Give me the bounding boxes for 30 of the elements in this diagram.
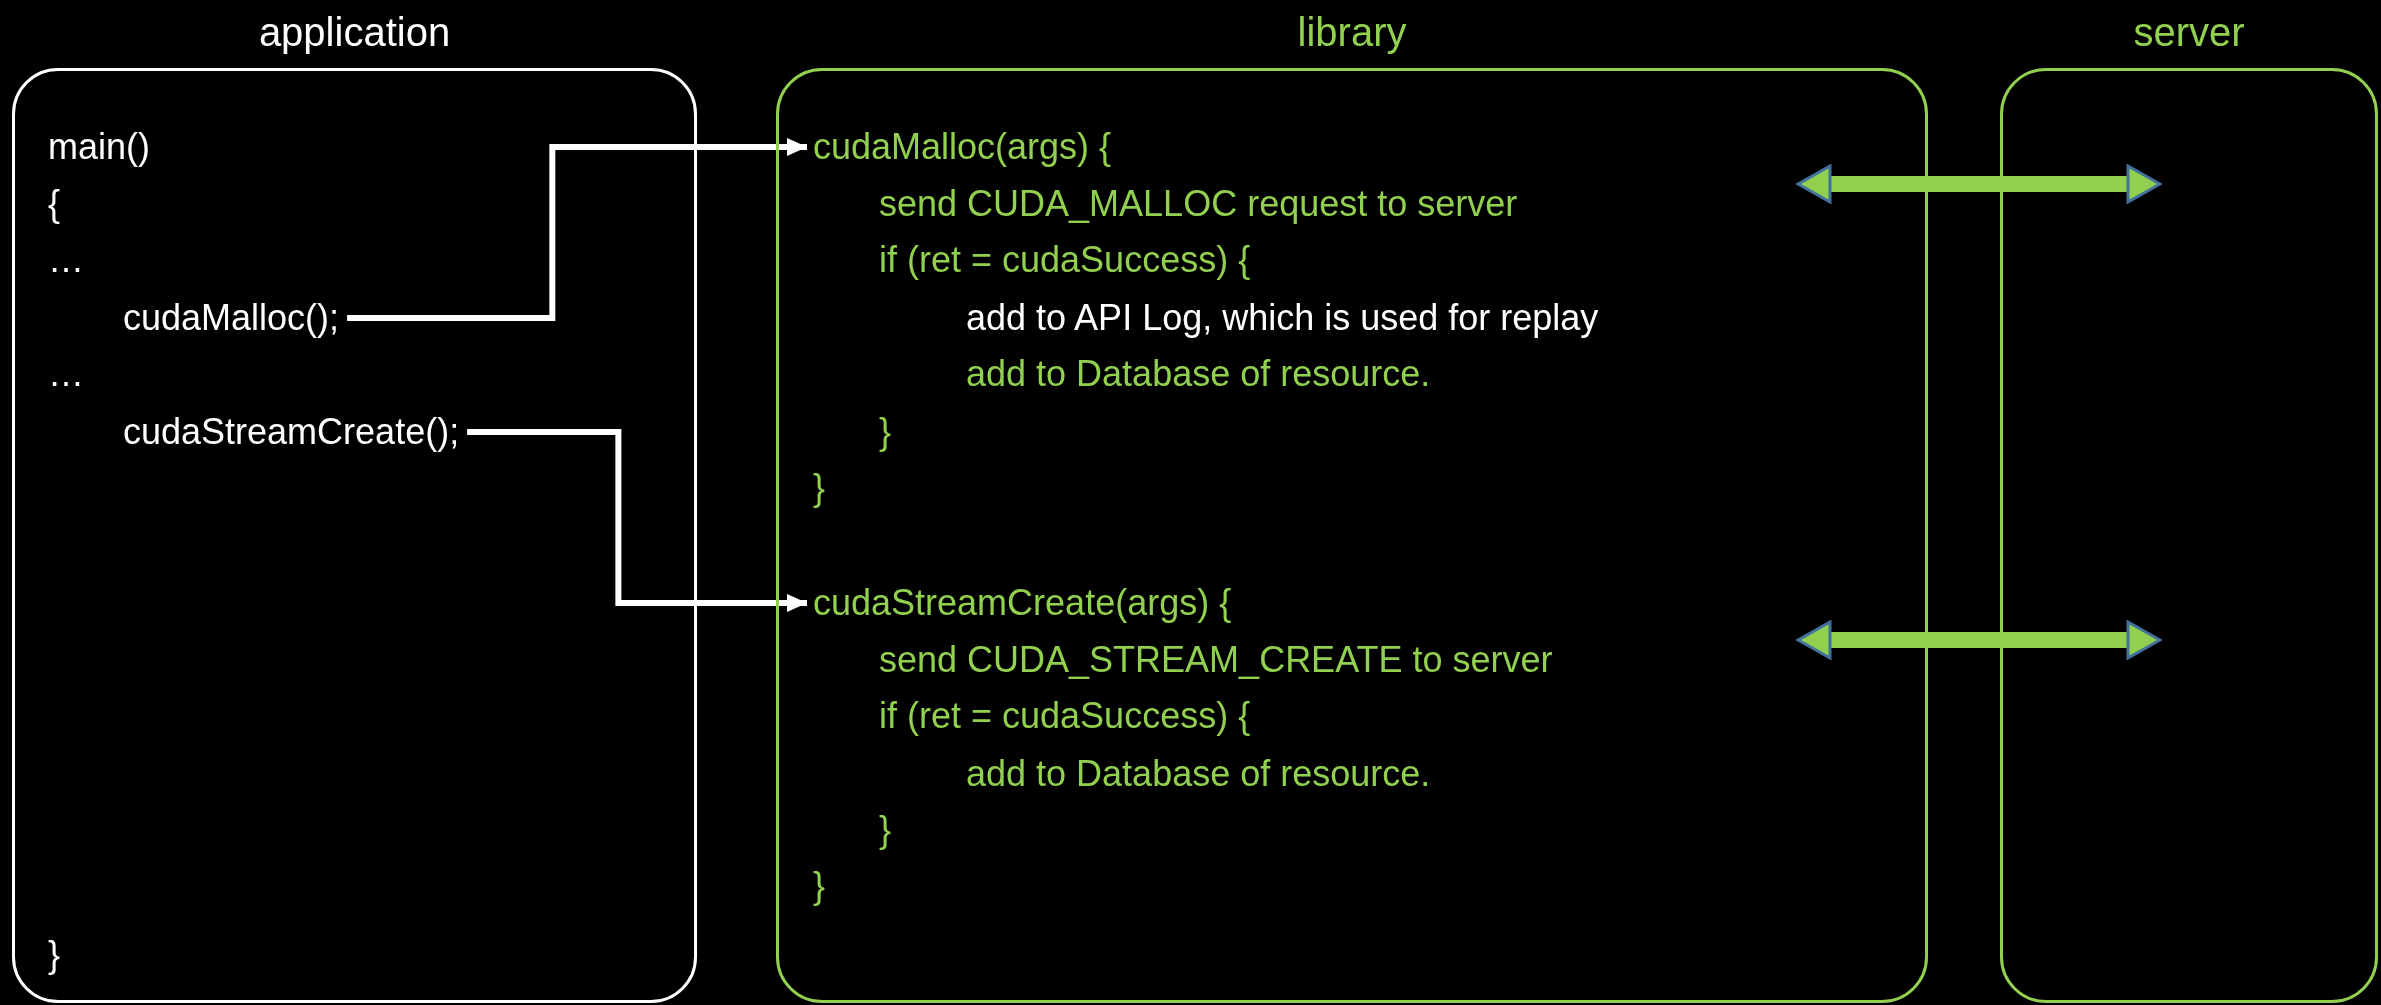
code-line: if (ret = cudaSuccess) { bbox=[879, 238, 1251, 282]
code-line: add to API Log, which is used for replay bbox=[966, 296, 1599, 340]
code-line: … bbox=[48, 238, 84, 282]
code-line: send CUDA_MALLOC request to server bbox=[879, 182, 1518, 226]
panel bbox=[776, 68, 1928, 1003]
double-arrow bbox=[1796, 620, 2162, 660]
panel-heading: library bbox=[1297, 10, 1407, 55]
code-line: cudaStreamCreate(args) { bbox=[813, 581, 1232, 625]
panel-heading: server bbox=[2133, 10, 2245, 55]
double-arrow bbox=[1796, 164, 2162, 204]
code-line: cudaMalloc(); bbox=[123, 296, 340, 340]
panel-heading: application bbox=[258, 10, 451, 55]
code-line: send CUDA_STREAM_CREATE to server bbox=[879, 638, 1553, 682]
code-line: } bbox=[48, 933, 61, 977]
code-line: main() bbox=[48, 125, 150, 169]
code-line: cudaStreamCreate(); bbox=[123, 410, 460, 454]
code-line: } bbox=[813, 864, 826, 908]
code-line: { bbox=[48, 182, 61, 226]
panel bbox=[12, 68, 697, 1003]
code-line: } bbox=[813, 466, 826, 510]
code-line: add to Database of resource. bbox=[966, 752, 1431, 796]
code-line: … bbox=[48, 352, 84, 396]
code-line: } bbox=[879, 808, 892, 852]
code-line: add to Database of resource. bbox=[966, 352, 1431, 396]
code-line: if (ret = cudaSuccess) { bbox=[879, 694, 1251, 738]
code-line: } bbox=[879, 410, 892, 454]
panel bbox=[2000, 68, 2378, 1003]
code-line: cudaMalloc(args) { bbox=[813, 125, 1112, 169]
arrow bbox=[347, 138, 807, 321]
arrow bbox=[467, 429, 807, 612]
